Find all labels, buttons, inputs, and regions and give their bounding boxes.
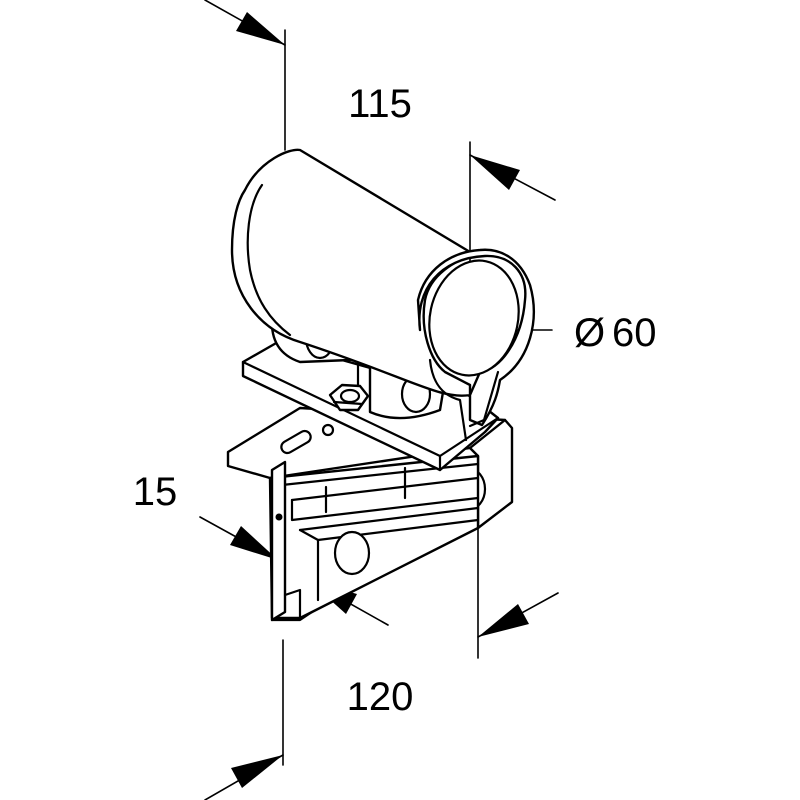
channel-edge-1	[280, 462, 480, 487]
arrow-115-right	[470, 155, 520, 190]
clamp-plate-edge-right	[438, 416, 500, 458]
arrow-120-left	[231, 755, 283, 788]
dim-label-60: 60	[612, 311, 657, 355]
tube-opening	[428, 259, 520, 377]
dimension-115: 115	[204, 0, 556, 263]
slot-hole	[280, 429, 312, 455]
clamp-strap-right	[468, 370, 500, 428]
flange-rivet	[275, 513, 283, 521]
arrow-120-right	[478, 604, 529, 637]
dim-label-120: 120	[347, 675, 414, 719]
bolt-end	[339, 388, 361, 404]
flange-bottom	[270, 610, 314, 622]
flange-notch	[283, 588, 302, 620]
dimension-diameter: Ø 60	[491, 311, 657, 355]
tube-contour	[246, 183, 292, 337]
clamp-strap-left	[428, 358, 468, 442]
channel-edge-3	[290, 496, 480, 522]
nut-edge	[332, 400, 364, 406]
front-bolt-hole	[333, 530, 371, 576]
small-hole	[321, 423, 335, 437]
bracket-front-web	[268, 454, 480, 620]
tube-opening-outer	[416, 248, 535, 427]
mounting-bracket	[226, 406, 514, 622]
channel-edge-2	[290, 476, 480, 502]
bracket-side-flange	[270, 460, 287, 622]
pipe-clamp	[230, 148, 535, 442]
diameter-symbol: Ø	[574, 311, 605, 355]
dim-label-115: 115	[348, 82, 412, 126]
channel-edge-4	[298, 506, 480, 532]
dimension-120: 120	[204, 524, 559, 800]
dim-label-15: 15	[133, 470, 178, 514]
arrow-15-left	[230, 526, 278, 560]
arrow-115-left	[236, 12, 285, 45]
